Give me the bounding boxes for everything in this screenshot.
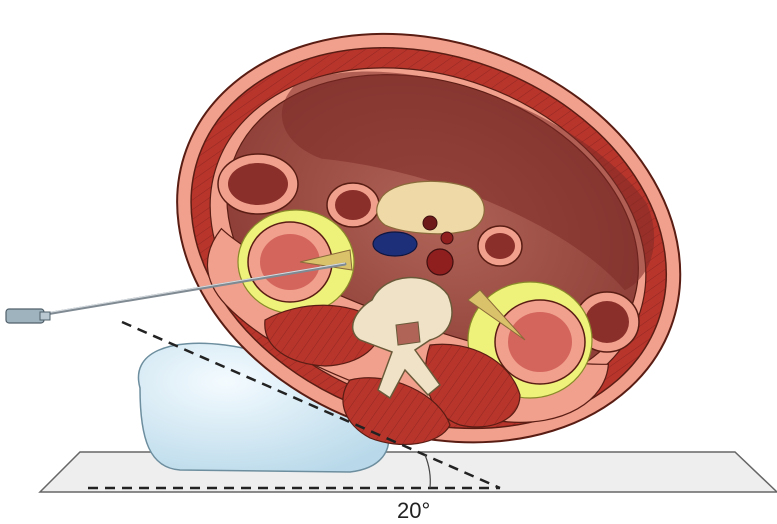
- right-kidney: [238, 210, 354, 314]
- inferior-vena-cava: [373, 232, 417, 256]
- renal-vessel: [423, 216, 437, 230]
- spinal-canal: [396, 322, 420, 345]
- angle-label: 20°: [397, 498, 430, 523]
- aorta: [427, 249, 453, 275]
- superior-mesenteric-artery: [441, 232, 453, 244]
- table-surface: [40, 452, 777, 492]
- needle-hub: [6, 309, 44, 323]
